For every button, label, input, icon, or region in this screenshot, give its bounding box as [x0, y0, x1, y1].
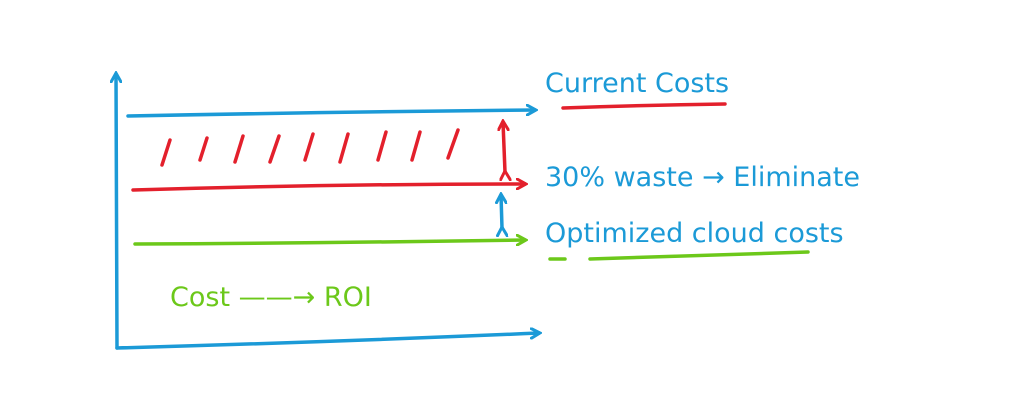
current-costs-underline	[561, 102, 727, 110]
waste-double-arrow	[503, 122, 505, 172]
savings-double-arrow	[501, 195, 502, 228]
current-costs-line	[126, 110, 535, 118]
current-costs-label: Current Costs	[545, 68, 729, 99]
waste-line	[131, 184, 525, 192]
optimized-underline	[548, 250, 810, 261]
optimized-label: Optimized cloud costs	[545, 218, 844, 249]
y-axis	[116, 74, 117, 350]
waste-label: 30% waste → Eliminate	[545, 162, 860, 193]
x-axis	[115, 333, 539, 350]
optimized-costs-line	[133, 240, 525, 244]
waste-hatching	[160, 128, 460, 167]
cost-roi-label: Cost ——→ ROI	[170, 282, 372, 313]
